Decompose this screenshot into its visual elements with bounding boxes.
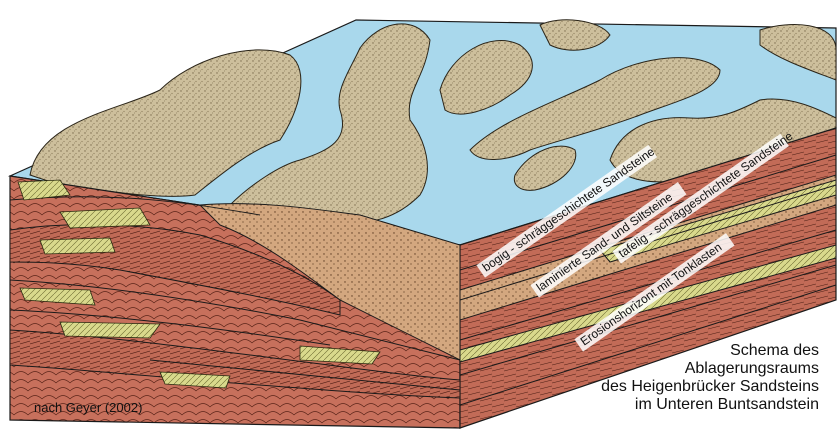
yellow-lens <box>40 238 115 254</box>
title-line-3: des Heigenbrücker Sandsteins <box>601 378 819 396</box>
credit-text: nach Geyer (2002) <box>34 400 142 415</box>
title-line-1: Schema des <box>730 342 819 360</box>
title-line-4: im Unteren Buntsandstein <box>635 396 819 414</box>
yellow-lens <box>60 322 160 338</box>
yellow-lens <box>60 208 150 228</box>
title-line-2: Ablagerungsraums <box>685 360 819 378</box>
